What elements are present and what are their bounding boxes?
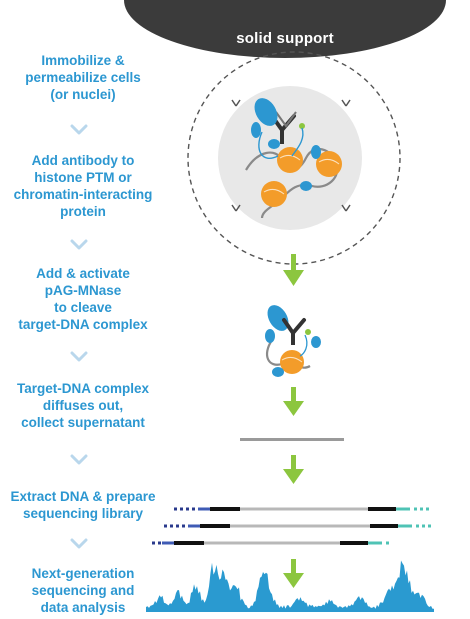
step-2-line-3: chromatin-interacting [13, 187, 153, 202]
step-5-line-2: sequencing library [22, 506, 144, 521]
step-6-line-2: sequencing and [31, 583, 135, 598]
step-4-line-1: Target-DNA complex [16, 381, 150, 396]
supernatant-line [240, 438, 344, 441]
green-arrow-down-icon [283, 387, 304, 416]
step-1-line-1: Immobilize & [41, 53, 125, 68]
nucleosome-icon [280, 350, 304, 374]
step-4-line-2: diffuses out, [42, 398, 124, 413]
step-6-line-3: data analysis [40, 600, 126, 615]
pag-mnase-icon [251, 98, 305, 159]
chevron-down-icon [70, 239, 88, 250]
library-fragment [164, 524, 431, 528]
step-sequencing: Next-generation sequencing and data anal… [0, 565, 166, 616]
step-3-line-3: to cleave [54, 300, 112, 315]
chevron-down-icon [70, 454, 88, 465]
step-1-line-3: (or nuclei) [50, 87, 116, 102]
chevron-down-icon [70, 351, 88, 362]
chevron-down-icon [70, 124, 88, 135]
nucleosome-icon [316, 151, 342, 177]
step-3-line-1: Add & activate [36, 266, 130, 281]
step-extract-dna: Extract DNA & prepare sequencing library [0, 488, 166, 522]
step-add-antibody: Add antibody to histone PTM or chromatin… [0, 152, 166, 220]
green-arrow-down-icon [283, 254, 304, 286]
step-pag-mnase: Add & activate pAG-MNase to cleave targe… [0, 265, 166, 333]
step-2-line-1: Add antibody to [31, 153, 135, 168]
signal-track [146, 560, 434, 612]
nucleosome-icon [277, 147, 303, 173]
solid-support-label: solid support [236, 30, 334, 47]
pore-marks [231, 99, 351, 212]
step-1-line-2: permeabilize cells [25, 70, 141, 85]
green-arrow-down-icon [283, 455, 304, 484]
library-fragment [152, 541, 389, 545]
green-arrow-down-icon [283, 559, 304, 588]
green-arrows [283, 254, 304, 588]
step-2-line-2: histone PTM or [34, 170, 132, 185]
step-immobilize: Immobilize & permeabilize cells (or nucl… [0, 52, 166, 103]
step-diffuse-out: Target-DNA complex diffuses out, collect… [0, 380, 166, 431]
permeabilized-cell [187, 51, 401, 265]
sequencing-library [152, 507, 431, 545]
nucleosome-icon [261, 181, 287, 207]
step-4-line-3: collect supernatant [21, 415, 145, 430]
released-target-dna-complex [265, 305, 321, 377]
chevron-down-icon [70, 538, 88, 549]
library-fragment [174, 507, 429, 511]
signal-peaks [146, 560, 434, 611]
step-3-line-4: target-DNA complex [18, 317, 148, 332]
step-5-line-1: Extract DNA & prepare [10, 489, 156, 504]
step-2-line-4: protein [60, 204, 106, 219]
step-3-line-2: pAG-MNase [44, 283, 122, 298]
step-6-line-1: Next-generation [31, 566, 135, 581]
